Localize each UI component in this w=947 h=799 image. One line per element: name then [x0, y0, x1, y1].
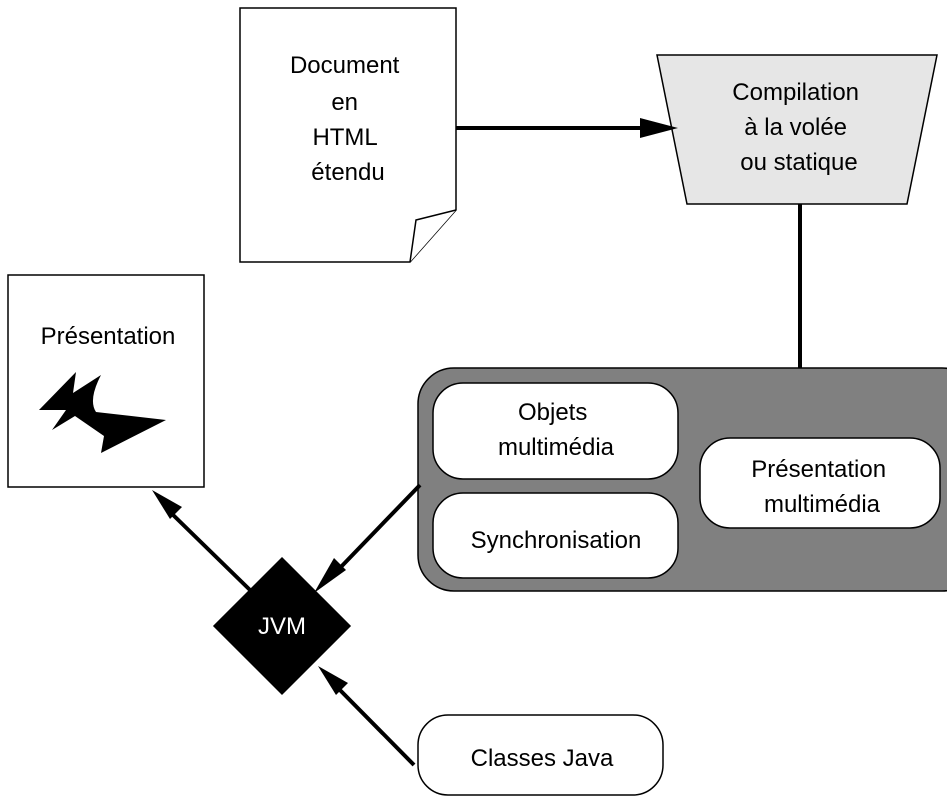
output-presentation-node: Présentation — [7, 274, 205, 488]
objets-line: Objets — [518, 399, 587, 426]
objets-label: Objets multimédia — [498, 399, 615, 461]
runtime-group: Objets multimédia Synchronisation Présen… — [417, 367, 947, 592]
classes-java-node: Classes Java — [417, 714, 664, 796]
synchronisation-line: Synchronisation — [471, 527, 642, 554]
arrow-document-to-compilation — [456, 118, 678, 138]
compilation-line: Compilation — [732, 79, 859, 106]
document-line: HTML — [312, 124, 377, 151]
presentation-multimedia-node: Présentation multimédia — [699, 437, 941, 529]
document-line: Document — [290, 52, 400, 79]
jvm-node: JVM — [212, 556, 352, 696]
objets-line: multimédia — [498, 434, 615, 461]
arrow-jvm-to-presentation — [152, 490, 252, 592]
objets-multimedia-node: Objets multimédia — [432, 382, 679, 480]
compilation-line: ou statique — [740, 149, 857, 176]
document-label: Document en HTML étendu — [290, 52, 406, 186]
jvm-label: JVM — [258, 613, 306, 640]
document-node: Document en HTML étendu — [239, 7, 457, 263]
synchronisation-node: Synchronisation — [432, 492, 679, 579]
presentation-multimedia-label: Présentation multimédia — [751, 456, 892, 518]
classes-java-label: Classes Java — [471, 745, 614, 772]
synchronisation-label: Synchronisation — [471, 527, 642, 554]
document-line: étendu — [311, 159, 384, 186]
output-presentation-title: Présentation — [41, 323, 176, 350]
presentation-multimedia-line: multimédia — [764, 491, 881, 518]
compilation-label: Compilation à la volée ou statique — [732, 79, 865, 176]
arrow-classes-to-jvm — [318, 666, 416, 767]
arrow-runtime-to-jvm — [314, 483, 422, 593]
compilation-line: à la volée — [744, 114, 847, 141]
zigzag-waveform-icon — [39, 372, 166, 453]
compilation-node: Compilation à la volée ou statique — [656, 54, 938, 205]
presentation-multimedia-line: Présentation — [751, 456, 886, 483]
document-line: en — [331, 89, 358, 116]
